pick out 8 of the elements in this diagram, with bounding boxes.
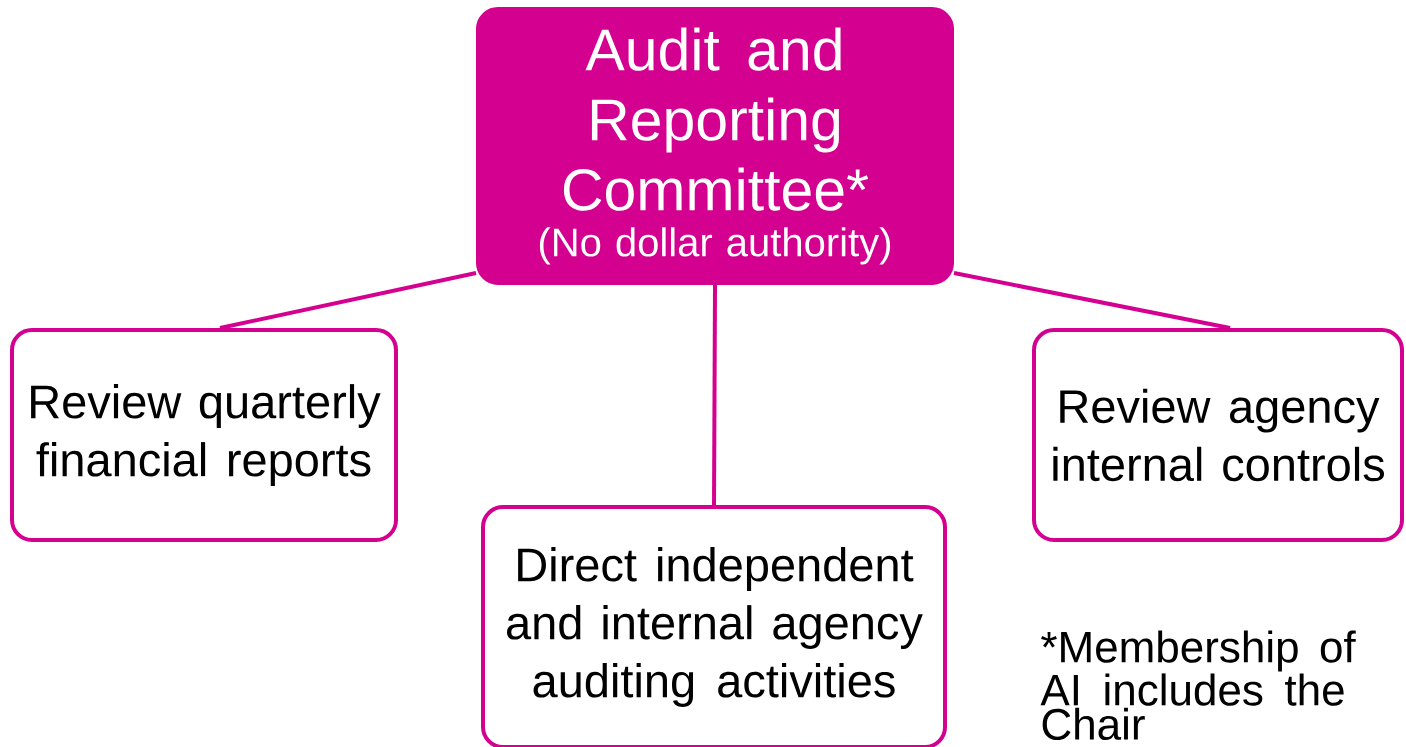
- connector-line: [953, 271, 1231, 330]
- connector-line: [712, 285, 717, 505]
- task-box: Direct independent and internal agency auditing activities: [481, 505, 947, 747]
- task-box: Review agency internal controls: [1032, 328, 1404, 542]
- connector-line: [219, 271, 477, 330]
- footnote: *Membership of AI includes the Chair: [1040, 630, 1356, 741]
- task-box: Review quarterly financial reports: [10, 328, 398, 542]
- committee-box: Audit and Reporting Committee* (No dollar authority): [476, 7, 954, 285]
